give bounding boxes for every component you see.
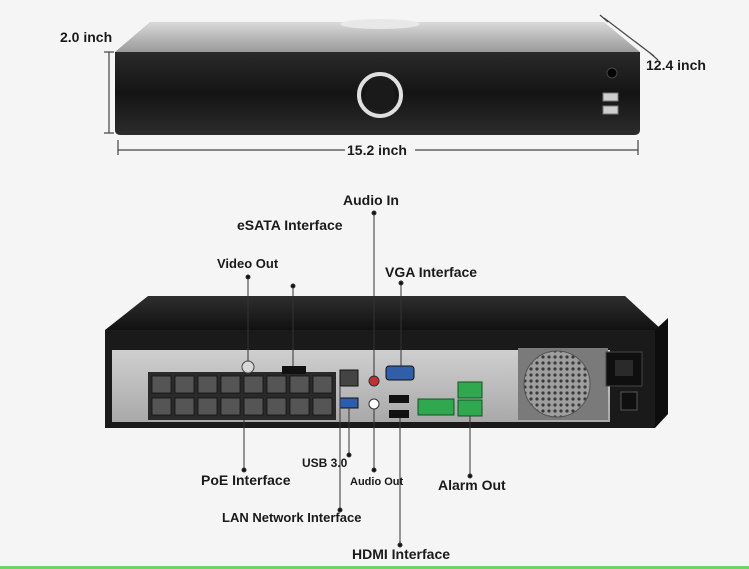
video-out-bnc — [241, 360, 255, 374]
front-usb-port-2 — [602, 105, 619, 115]
label-esata: eSATA Interface — [237, 217, 343, 233]
callout-lines — [241, 210, 473, 548]
width-label: 15.2 inch — [347, 142, 407, 158]
bottom-accent-rule — [0, 566, 749, 569]
front-usb-port-1 — [602, 92, 619, 102]
height-label: 2.0 inch — [60, 29, 112, 45]
label-audio-in: Audio In — [343, 192, 399, 208]
poe-ports — [151, 375, 333, 416]
audio-in-jack — [368, 375, 380, 387]
label-usb: USB 3.0 — [302, 456, 348, 470]
esata-port — [282, 366, 306, 374]
fan-grill-icon — [523, 350, 591, 418]
audio-out-jack — [368, 398, 380, 410]
poe-dot — [241, 467, 247, 473]
usb-dot — [346, 452, 352, 458]
power-socket-inner — [615, 360, 633, 376]
power-switch — [620, 391, 638, 411]
label-vga: VGA Interface — [385, 264, 477, 280]
label-hdmi: HDMI Interface — [352, 546, 450, 562]
alarm-terminals — [417, 381, 483, 417]
front-top-surface — [115, 22, 640, 52]
esata-dot — [290, 283, 296, 289]
label-alarm-out: Alarm Out — [438, 477, 506, 493]
hdmi-dot — [397, 542, 403, 548]
back-top-surface — [105, 296, 662, 330]
usb3-port — [339, 397, 359, 409]
video-out-dot — [245, 274, 251, 280]
label-lan: LAN Network Interface — [222, 510, 361, 525]
audio-out-dot — [371, 467, 377, 473]
depth-tick-b — [649, 52, 659, 61]
alarm-out-dot — [467, 473, 473, 479]
lan-dot — [337, 507, 343, 513]
lan-port — [339, 369, 359, 387]
front-view — [115, 19, 640, 135]
back-view — [105, 296, 668, 428]
depth-tick-a — [599, 14, 609, 23]
audio-in-dot — [371, 210, 377, 216]
power-ring-center — [365, 80, 395, 110]
hdmi-port-1 — [389, 395, 409, 403]
label-audio-out: Audio Out — [350, 476, 403, 488]
back-side-surface — [655, 318, 668, 428]
vga-dot — [398, 280, 404, 286]
vga-port — [385, 365, 415, 381]
depth-dimension-line — [603, 17, 655, 57]
label-video-out: Video Out — [217, 256, 279, 271]
dimension-lines — [104, 14, 659, 155]
power-ring-icon — [357, 72, 403, 118]
depth-label: 12.4 inch — [646, 57, 706, 73]
label-poe: PoE Interface — [201, 472, 291, 488]
front-top-highlight — [340, 19, 420, 29]
hdmi-port-2 — [389, 410, 409, 418]
front-ir-sensor — [606, 67, 618, 79]
